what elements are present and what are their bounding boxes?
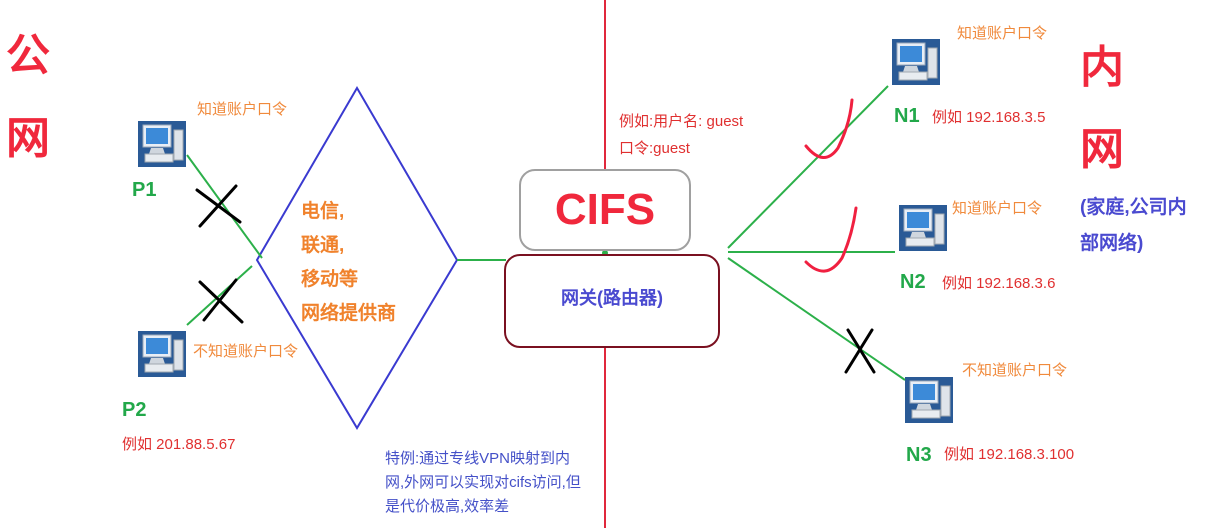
link-p1-isp — [186, 154, 263, 259]
node-n2-ip: 例如 192.168.3.6 — [942, 275, 1056, 292]
node-p2-ip: 例如 201.88.5.67 — [122, 436, 236, 453]
gateway-example-pass: 口令:guest — [619, 140, 690, 157]
gateway-label: 网关(路由器) — [561, 288, 663, 308]
node-n1-status: 知道账户口令 — [957, 25, 1048, 42]
computer-icon — [899, 205, 947, 251]
node-n2-status: 知道账户口令 — [952, 200, 1043, 217]
gateway-example-user: 例如:用户名: guest — [619, 113, 744, 130]
computer-icon — [138, 121, 186, 167]
link-p2-isp — [186, 265, 253, 326]
computer-icon — [905, 377, 953, 423]
node-n3-name: N3 — [906, 444, 932, 466]
node-n1-name: N1 — [894, 105, 920, 127]
private-network-char2: 网 — [1080, 125, 1124, 174]
isp-diamond — [255, 86, 459, 430]
gateway-router-box: 网关(路由器) — [504, 254, 720, 348]
public-network-char1: 公 — [6, 31, 50, 80]
node-p2-name: P2 — [122, 399, 147, 421]
private-network-desc-line1: (家庭,公司内 — [1080, 197, 1187, 218]
check-mark-icon — [804, 206, 858, 273]
cifs-protocol-box: CIFS — [519, 169, 691, 251]
isp-line-2: 联通, — [301, 235, 345, 256]
private-network-char1: 内 — [1080, 43, 1124, 92]
isp-line-1: 电信, — [301, 201, 345, 222]
node-n1-ip: 例如 192.168.3.5 — [932, 109, 1046, 126]
link-gateway-n1 — [727, 85, 889, 249]
private-network-desc-line2: 部网络) — [1080, 233, 1144, 254]
node-n3-ip: 例如 192.168.3.100 — [944, 446, 1075, 463]
cross-mark-icon — [844, 328, 876, 374]
node-p1-name: P1 — [132, 179, 157, 201]
node-n3-status: 不知道账户口令 — [962, 362, 1068, 379]
node-n2-name: N2 — [900, 271, 926, 293]
isp-line-3: 移动等 — [301, 269, 359, 290]
node-p2-status: 不知道账户口令 — [193, 343, 299, 360]
isp-line-4: 网络提供商 — [301, 303, 397, 324]
link-gateway-n3 — [727, 257, 906, 381]
computer-icon — [892, 39, 940, 85]
public-network-char2: 网 — [6, 114, 50, 163]
check-mark-icon — [804, 98, 854, 159]
vpn-note: 特例:通过专线VPN映射到内网,外网可以实现对cifs访问,但是代价极高,效率差 — [385, 450, 581, 515]
cross-mark-icon — [198, 278, 244, 324]
computer-icon — [138, 331, 186, 377]
cifs-label: CIFS — [554, 185, 656, 234]
node-p1-status: 知道账户口令 — [197, 101, 288, 118]
cross-mark-icon — [195, 184, 242, 228]
